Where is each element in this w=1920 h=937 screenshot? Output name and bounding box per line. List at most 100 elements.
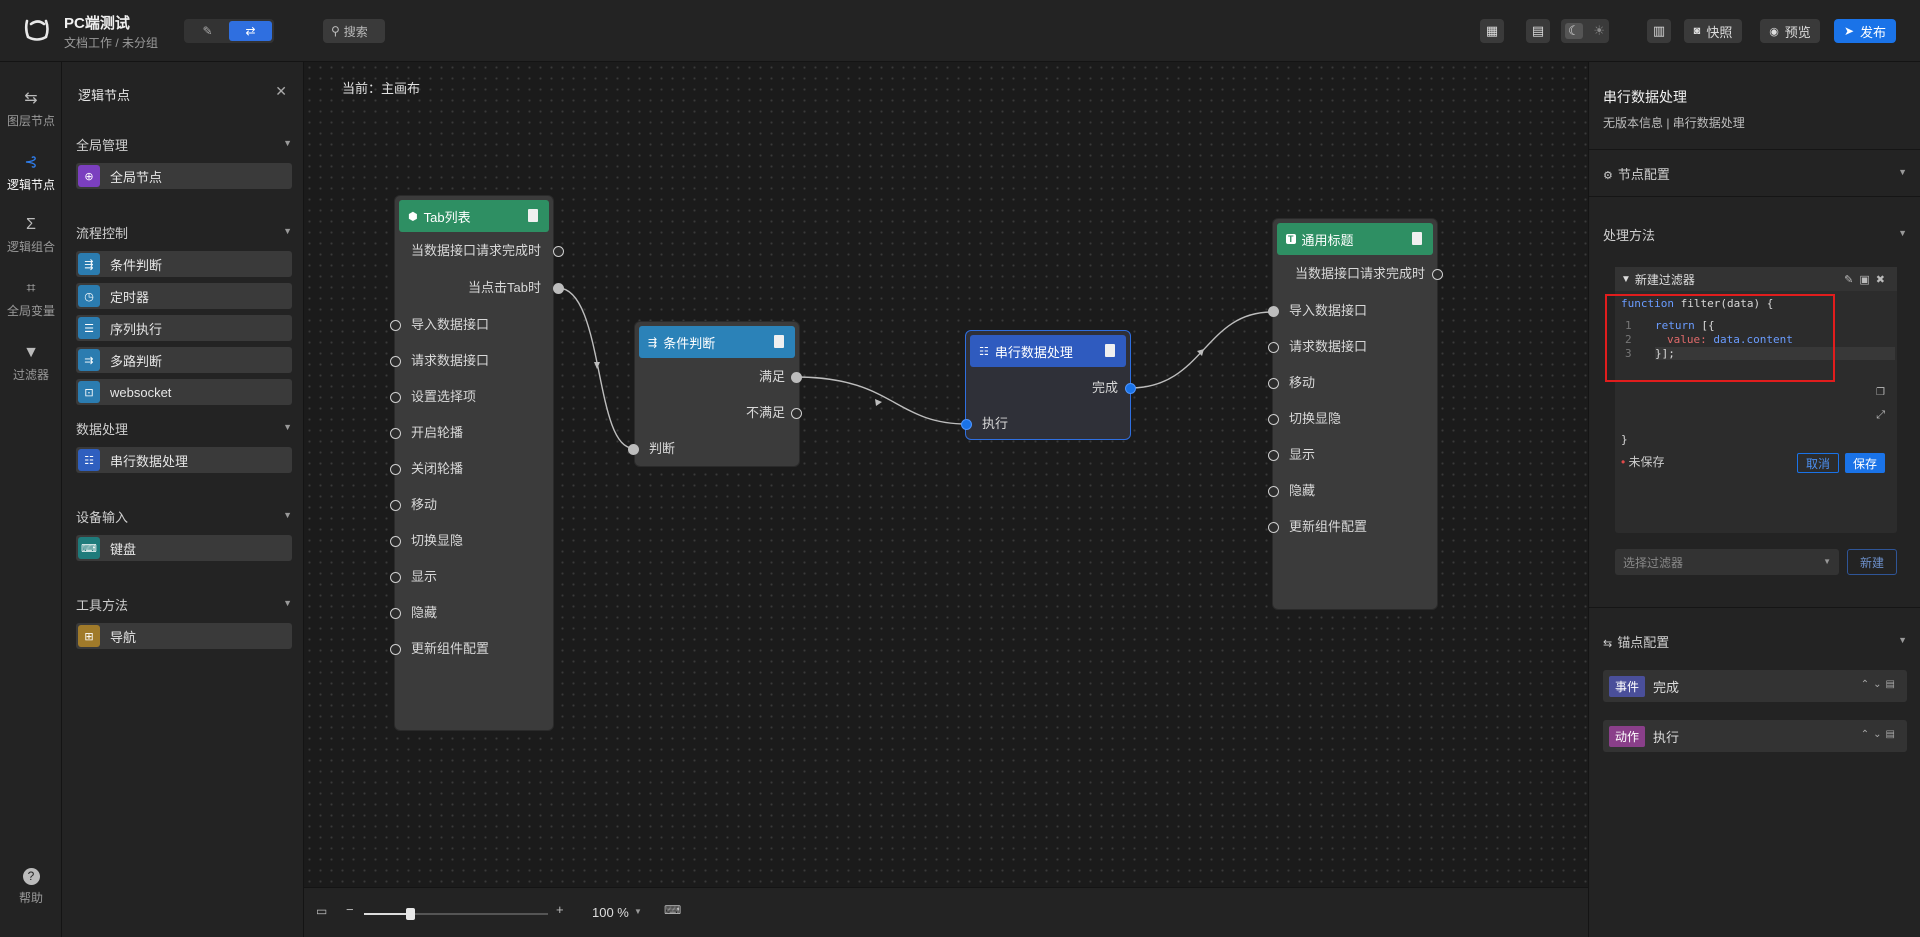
output-anchor[interactable] <box>1125 383 1136 394</box>
node-item-global[interactable]: ⊕全局节点 <box>76 163 292 189</box>
node-item-sequence[interactable]: ☰序列执行 <box>76 315 292 341</box>
layout-toggle-button[interactable]: ▦ <box>1480 19 1504 43</box>
input-anchor[interactable] <box>390 500 401 511</box>
section-anchor-config[interactable]: ⇆锚点配置 ▼ <box>1603 632 1907 651</box>
new-filter-button[interactable]: 新建 <box>1847 549 1897 575</box>
input-anchor[interactable] <box>1268 378 1279 389</box>
zoom-out-icon[interactable]: − <box>346 902 354 917</box>
output-anchor[interactable] <box>1432 269 1443 280</box>
delete-icon[interactable]: ✖ <box>1875 274 1891 286</box>
doc-icon[interactable] <box>528 209 538 222</box>
filter-code-editor[interactable]: ▼ 新建过滤器 ✎▣✖ function filter(data) { 1 2 … <box>1615 267 1897 533</box>
node-general-title[interactable]: T 通用标题 <box>1273 219 1437 609</box>
node-header[interactable]: T 通用标题 <box>1277 223 1433 255</box>
chevron-down-icon[interactable]: ⌄ <box>1873 729 1886 740</box>
input-anchor[interactable] <box>628 444 639 455</box>
node-item-timer[interactable]: ◷定时器 <box>76 283 292 309</box>
output-anchor[interactable] <box>791 408 802 419</box>
group-header[interactable]: 全局管理▼ <box>76 135 292 153</box>
preview-button[interactable]: ◉ 预览 <box>1760 19 1820 43</box>
input-anchor[interactable] <box>390 572 401 583</box>
node-item-websocket[interactable]: ⊡websocket <box>76 379 292 405</box>
iconbar-item-logic-nodes[interactable]: ⊰ 逻辑节点 <box>0 152 62 193</box>
node-item-keyboard[interactable]: ⌨键盘 <box>76 535 292 561</box>
node-header[interactable]: ☷ 串行数据处理 <box>970 335 1126 367</box>
group-header[interactable]: 流程控制▼ <box>76 223 292 241</box>
output-anchor[interactable] <box>791 372 802 383</box>
close-icon[interactable]: ✕ <box>275 83 287 99</box>
group-header[interactable]: 数据处理▼ <box>76 419 292 437</box>
node-item-navigation[interactable]: ⊞导航 <box>76 623 292 649</box>
iconbar-item-global-vars[interactable]: ⌗ 全局变量 <box>0 280 62 319</box>
save-icon[interactable]: ▣ <box>1859 274 1876 286</box>
output-anchor[interactable] <box>553 283 564 294</box>
node-serial-processing[interactable]: ☷ 串行数据处理 <box>966 331 1130 439</box>
input-anchor[interactable] <box>1268 414 1279 425</box>
code-line[interactable]: value: data.content <box>1667 333 1793 346</box>
input-anchor[interactable] <box>390 464 401 475</box>
chevron-down-icon[interactable]: ⌄ <box>1873 679 1886 690</box>
input-anchor[interactable] <box>961 419 972 430</box>
filter-select[interactable]: 选择过滤器 ▼ <box>1615 549 1839 575</box>
zoom-in-icon[interactable]: + <box>556 902 564 917</box>
book-button[interactable]: ▥ <box>1647 19 1671 43</box>
search-button[interactable]: ⚲ 搜索 <box>323 19 385 43</box>
minimap-icon[interactable]: ▭ <box>316 904 328 918</box>
code-line[interactable]: function filter(data) { <box>1621 297 1773 310</box>
input-anchor[interactable] <box>390 608 401 619</box>
doc-icon[interactable]: ▤ <box>1885 729 1899 740</box>
edit-icon[interactable]: ✎ <box>1844 274 1860 286</box>
code-line[interactable]: }]; <box>1655 347 1895 360</box>
anchor-row-action[interactable]: 动作 执行 ⌃⌄▤ <box>1603 720 1907 752</box>
input-anchor[interactable] <box>1268 306 1279 317</box>
section-method[interactable]: 处理方法 ▼ <box>1603 225 1907 244</box>
logic-mode-icon[interactable]: ⇄ <box>229 21 272 41</box>
node-item-condition[interactable]: ⇶条件判断 <box>76 251 292 277</box>
zoom-caret-icon[interactable]: ▼ <box>634 907 642 916</box>
save-button[interactable]: 保存 <box>1845 453 1886 473</box>
node-condition[interactable]: ⇶ 条件判断 <box>635 322 799 466</box>
input-anchor[interactable] <box>390 392 401 403</box>
iconbar-item-filters[interactable]: ▼ 过滤器 <box>0 344 62 383</box>
input-anchor[interactable] <box>1268 486 1279 497</box>
zoom-slider[interactable] <box>364 908 548 920</box>
anchor-row-event[interactable]: 事件 完成 ⌃⌄▤ <box>1603 670 1907 702</box>
zoom-slider-handle[interactable] <box>406 908 415 920</box>
doc-button[interactable]: ▤ <box>1526 19 1550 43</box>
zoom-level[interactable]: 100 % <box>592 905 629 920</box>
input-anchor[interactable] <box>390 320 401 331</box>
edit-mode-icon[interactable]: ✎ <box>202 24 213 38</box>
node-item-multi-branch[interactable]: ⇉多路判断 <box>76 347 292 373</box>
logic-canvas[interactable]: 当前：主画布 ⬢ Tab列表 当数据接口请求完成时 当点击Tab时 导入数据接口… <box>304 62 1588 887</box>
input-anchor[interactable] <box>1268 522 1279 533</box>
input-anchor[interactable] <box>390 356 401 367</box>
node-tab-list[interactable]: ⬢ Tab列表 <box>395 196 553 730</box>
theme-toggle[interactable]: ☾ ☀ <box>1561 19 1609 43</box>
input-anchor[interactable] <box>390 644 401 655</box>
node-item-serial[interactable]: ☷串行数据处理 <box>76 447 292 473</box>
snapshot-button[interactable]: ◙ 快照 <box>1684 19 1742 43</box>
iconbar-item-layers[interactable]: ⇆ 图层节点 <box>0 88 62 129</box>
cancel-button[interactable]: 取消 <box>1797 453 1840 473</box>
node-header[interactable]: ⇶ 条件判断 <box>639 326 795 358</box>
node-header[interactable]: ⬢ Tab列表 <box>399 200 549 232</box>
input-anchor[interactable] <box>1268 450 1279 461</box>
code-line[interactable]: return [{ <box>1655 319 1715 332</box>
chevron-up-icon[interactable]: ⌃ <box>1860 729 1874 740</box>
keyboard-shortcut-icon[interactable]: ⌨ <box>664 903 682 917</box>
doc-icon[interactable] <box>1105 344 1115 357</box>
doc-icon[interactable] <box>774 335 784 348</box>
fullscreen-icon[interactable]: ⤢ <box>1876 409 1885 421</box>
input-anchor[interactable] <box>390 536 401 547</box>
section-node-config[interactable]: ⚙节点配置 ▼ <box>1603 164 1907 183</box>
input-anchor[interactable] <box>1268 342 1279 353</box>
doc-icon[interactable] <box>1412 232 1422 245</box>
chevron-up-icon[interactable]: ⌃ <box>1860 679 1874 690</box>
output-anchor[interactable] <box>553 246 564 257</box>
group-header[interactable]: 工具方法▼ <box>76 595 292 613</box>
help-button[interactable]: ? 帮助 <box>0 868 62 906</box>
group-header[interactable]: 设备输入▼ <box>76 507 292 525</box>
iconbar-item-logic-groups[interactable]: Σ 逻辑组合 <box>0 216 62 255</box>
copy-icon[interactable]: ❐ <box>1876 387 1885 398</box>
doc-icon[interactable]: ▤ <box>1885 679 1899 690</box>
